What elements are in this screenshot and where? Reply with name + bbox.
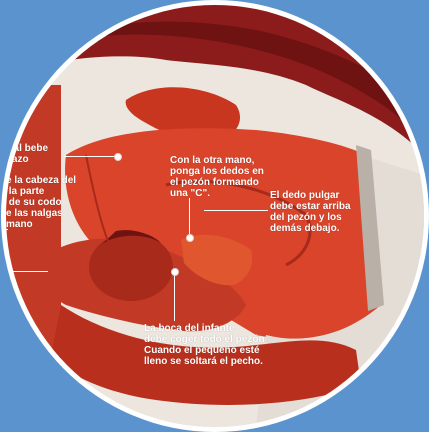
connector-line-left [6, 271, 48, 272]
connector-dot-other-hand [186, 234, 194, 242]
label-other-hand: Con la otra mano, ponga los dedos en el … [170, 155, 264, 199]
label-baby-arm: . al bebe razo [8, 143, 48, 165]
connector-dot-baby-mouth [171, 268, 179, 276]
connector-dot-baby-arm [114, 153, 122, 161]
baby-head [89, 233, 173, 301]
connector-line-thumb [204, 210, 268, 211]
label-baby-mouth: La boca del infante debe coger todo el p… [144, 323, 265, 367]
breastfeeding-illustration-medallion: . al bebe razo e la cabeza del la parte … [6, 5, 424, 427]
connector-line-baby-arm [64, 156, 116, 157]
connector-line-other-hand [189, 198, 190, 234]
label-head-support: e la cabeza del la parte de su codo e la… [6, 175, 76, 230]
label-thumb: El dedo pulgar debe estar arriba del pez… [270, 190, 351, 234]
connector-line-baby-mouth [174, 271, 175, 321]
